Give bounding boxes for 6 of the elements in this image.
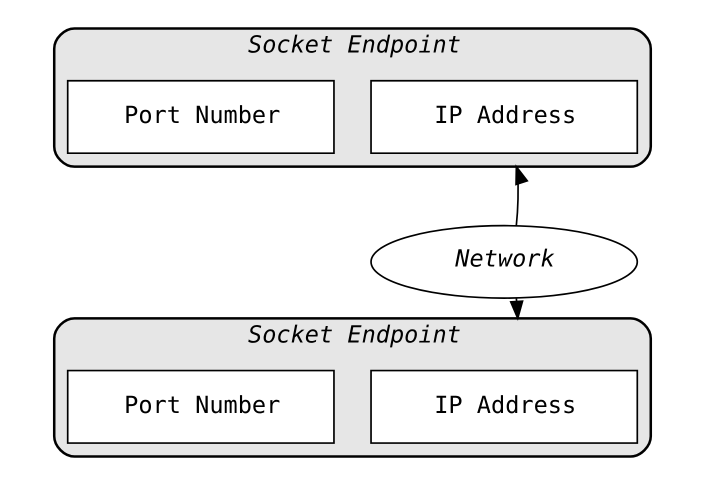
arrow [515,164,529,226]
node-box: Port Number [66,370,335,444]
node-ellipse: Network [370,224,638,299]
node-box: IP Address [370,80,638,154]
node-box: Port Number [66,80,335,154]
node-box: IP Address [370,370,638,444]
